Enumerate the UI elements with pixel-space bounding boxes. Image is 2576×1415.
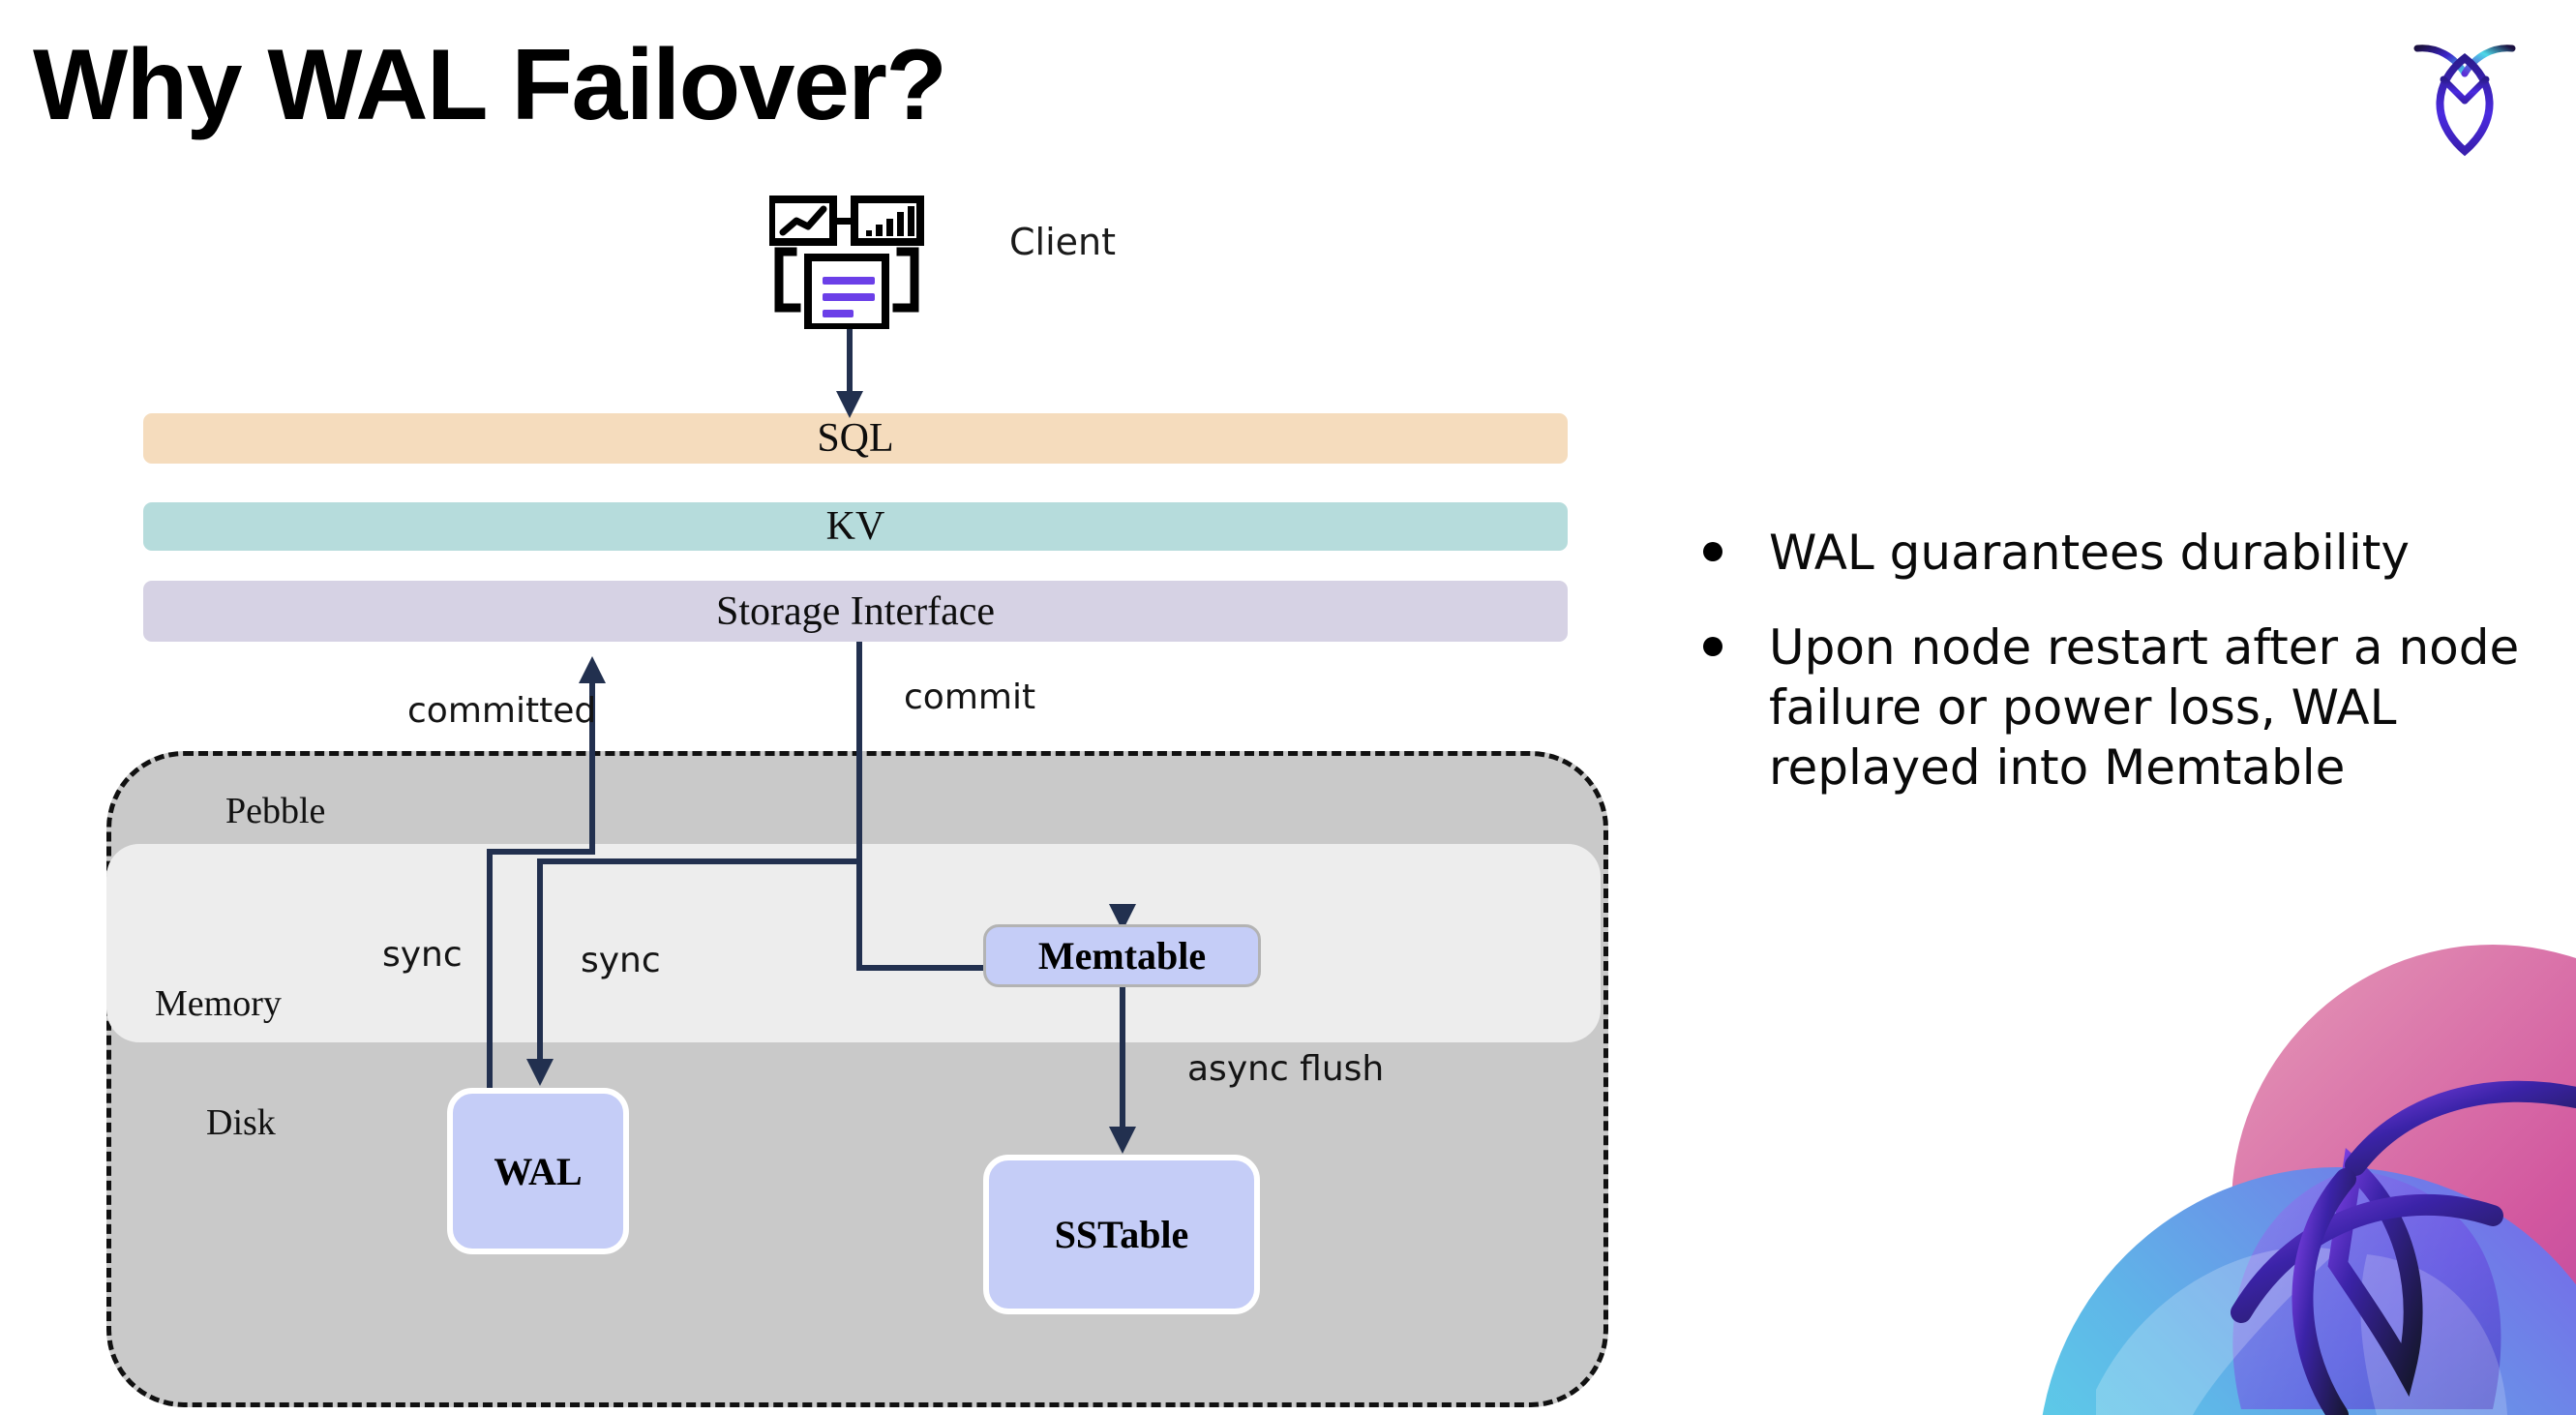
memory-zone-band bbox=[106, 844, 1601, 1042]
layer-bar-storage-interface: Storage Interface bbox=[143, 581, 1568, 642]
client-dashboard-icon bbox=[767, 194, 924, 331]
bullet-dot-icon bbox=[1703, 542, 1722, 561]
layer-bar-kv: KV bbox=[143, 502, 1568, 551]
node-memtable: Memtable bbox=[983, 924, 1261, 987]
layer-bar-sql-label: SQL bbox=[817, 416, 894, 461]
node-sstable-label: SSTable bbox=[1054, 1213, 1189, 1256]
node-wal: WAL bbox=[447, 1088, 629, 1254]
edge-client-to-sql bbox=[836, 329, 863, 418]
disk-zone-label: Disk bbox=[206, 1102, 276, 1143]
memory-zone-label: Memory bbox=[155, 983, 282, 1024]
node-wal-label: WAL bbox=[494, 1149, 583, 1193]
layer-bar-storage-interface-label: Storage Interface bbox=[716, 588, 995, 634]
pebble-label: Pebble bbox=[225, 791, 326, 831]
node-memtable-label: Memtable bbox=[1037, 934, 1207, 978]
bullet-text: WAL guarantees durability bbox=[1769, 525, 2410, 581]
client-label: Client bbox=[1009, 221, 1117, 263]
bullet-text: Upon node restart after a node failure o… bbox=[1769, 619, 2520, 796]
edge-label-sync-left: sync bbox=[382, 935, 463, 975]
edge-label-sync-right: sync bbox=[581, 941, 661, 980]
bullet-list: WAL guarantees durability Upon node rest… bbox=[1703, 523, 2535, 832]
list-item: Upon node restart after a node failure o… bbox=[1703, 617, 2535, 798]
node-sstable: SSTable bbox=[983, 1155, 1260, 1314]
layer-bar-kv-label: KV bbox=[825, 504, 885, 549]
corner-circles-artwork bbox=[1951, 925, 2576, 1415]
edge-label-commit: commit bbox=[904, 677, 1036, 717]
edge-label-committed: committed bbox=[407, 691, 597, 731]
layer-bar-sql: SQL bbox=[143, 413, 1568, 464]
bullet-dot-icon bbox=[1703, 637, 1722, 656]
list-item: WAL guarantees durability bbox=[1703, 523, 2535, 583]
cockroach-labs-logo-icon bbox=[2411, 31, 2518, 159]
page-title: Why WAL Failover? bbox=[33, 29, 947, 141]
edge-label-async-flush: async flush bbox=[1187, 1049, 1385, 1089]
